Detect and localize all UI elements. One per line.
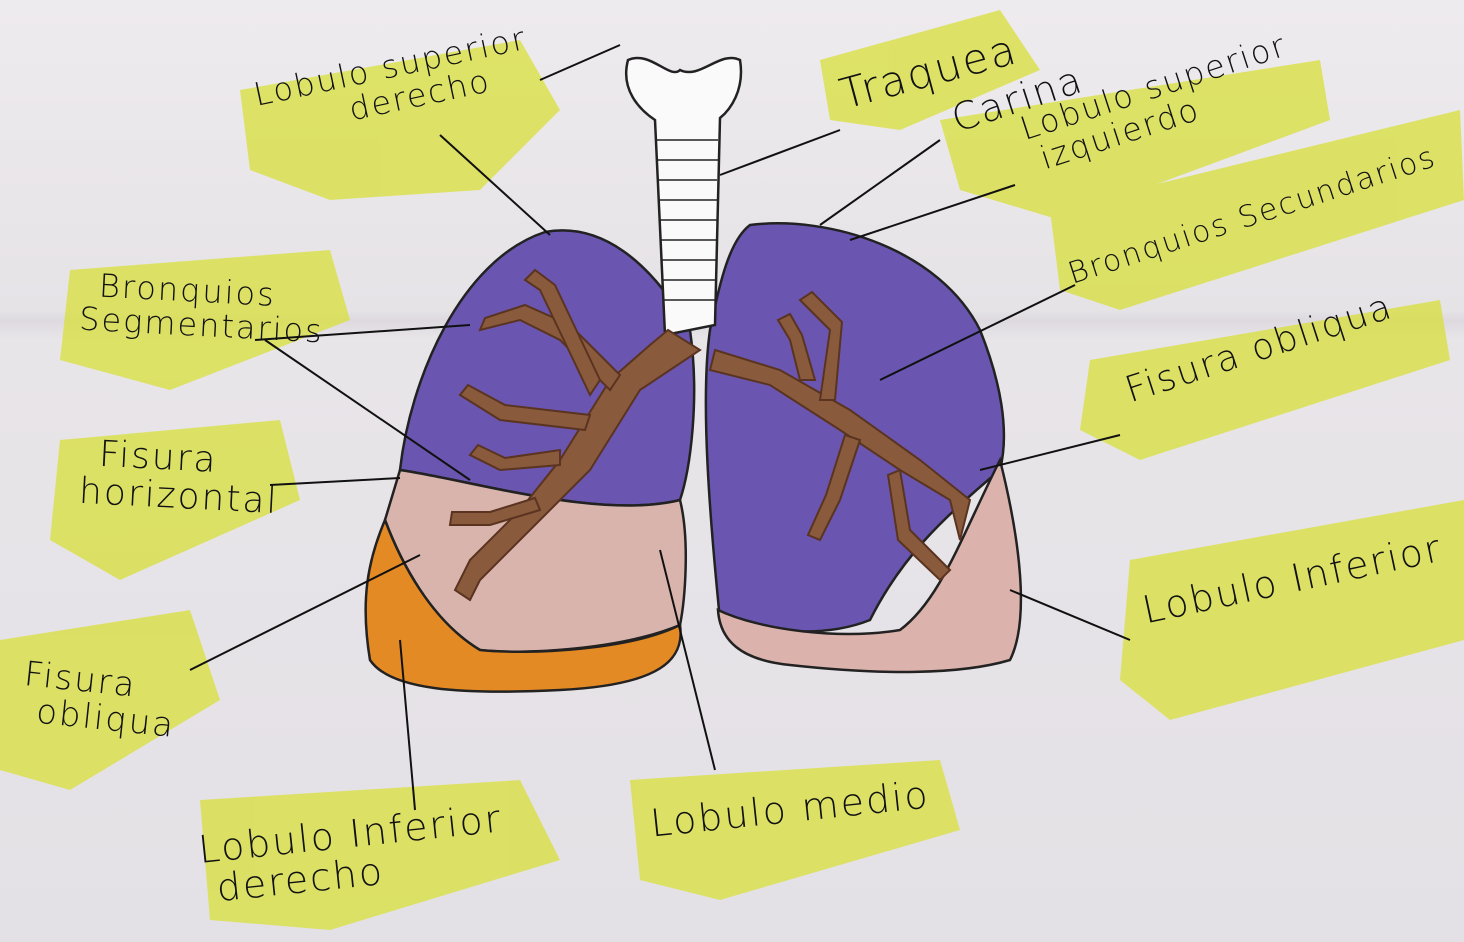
- left-lung: [706, 223, 1021, 672]
- label-fisura-obliqua-derecha: Fisura obliqua: [19, 657, 181, 744]
- label-bronquios-segmentarios: Bronquios Segmentarios: [78, 269, 326, 349]
- label-fisura-horizontal: Fisura horizontal: [78, 435, 281, 521]
